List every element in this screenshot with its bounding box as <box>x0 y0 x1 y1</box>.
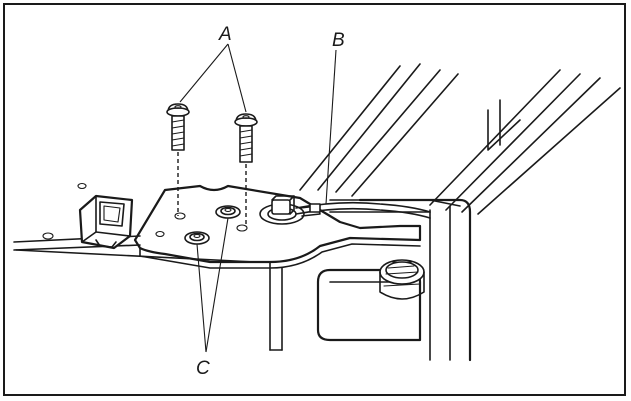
callout-b: B <box>332 30 345 51</box>
screw-right <box>234 113 258 163</box>
ground-wire <box>295 201 431 219</box>
latch-block <box>78 194 134 250</box>
bushings <box>184 205 241 245</box>
hinge-plate <box>13 182 422 269</box>
screws <box>166 103 258 226</box>
hinge-pin <box>269 259 425 351</box>
bushing-left <box>184 231 210 245</box>
leader-lines <box>179 43 337 353</box>
screw-left <box>166 103 190 151</box>
callout-c: C <box>196 358 210 379</box>
bushing-right <box>215 205 241 219</box>
callout-a: A <box>218 24 232 45</box>
cabinet-structure <box>299 63 621 362</box>
